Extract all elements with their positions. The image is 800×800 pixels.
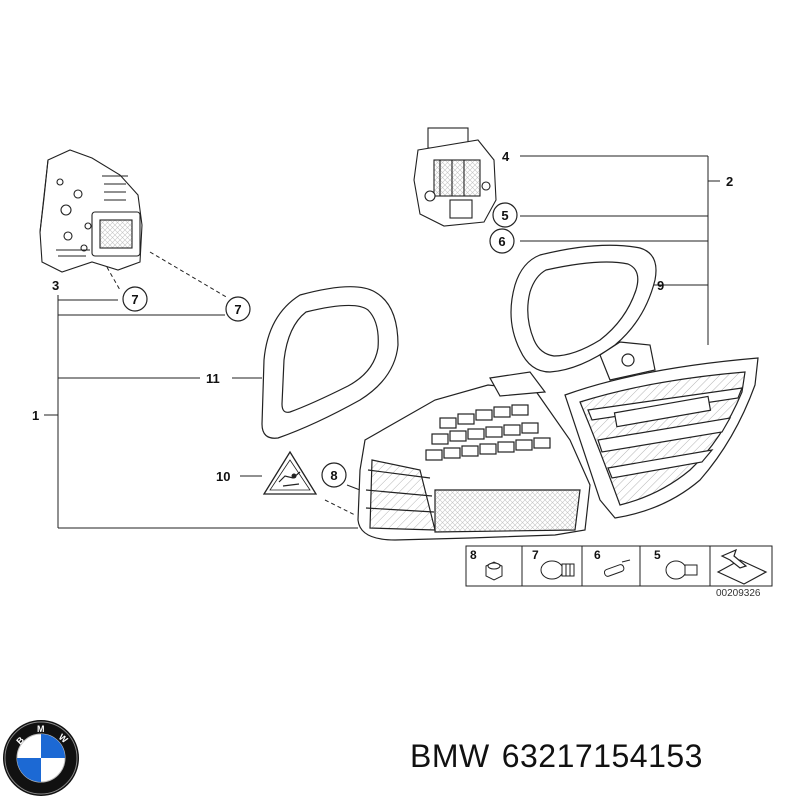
callout-5: 5 [501, 208, 508, 223]
gasket-outer [261, 286, 399, 439]
arrow-icon [716, 548, 768, 585]
tail-light-outer [357, 371, 591, 541]
bulb-7-icon [540, 560, 575, 580]
warning-label [262, 450, 318, 495]
callout-8-circle [321, 462, 347, 488]
callout-8: 8 [330, 468, 337, 483]
callout-9: 9 [657, 278, 664, 293]
part-caption: BMW 63217154153 [410, 738, 703, 775]
nut-icon [485, 561, 503, 581]
leader-lines [44, 155, 720, 529]
tail-light-inner [564, 341, 759, 519]
bmw-logo: B M W [3, 720, 79, 796]
bulb-carrier-right [413, 127, 497, 227]
callout-4: 4 [502, 149, 510, 164]
brand-name: BMW [410, 738, 490, 774]
svg-text:M: M [37, 724, 45, 734]
callout-3: 3 [52, 278, 59, 293]
callout-2: 2 [726, 174, 733, 189]
callout-1: 1 [32, 408, 39, 423]
bulb-6-icon [603, 559, 631, 577]
reference-code: 00209326 [716, 588, 761, 599]
callout-10: 10 [216, 469, 230, 484]
callout-7b-circle [225, 296, 251, 322]
callout-7a: 7 [131, 292, 138, 307]
callout-11: 11 [206, 371, 220, 386]
callout-7a-circle [122, 286, 148, 312]
callouts: 1 2 3 4 5 6 7 7 8 9 10 11 [32, 149, 733, 488]
callout-7b: 7 [234, 302, 241, 317]
bulb-5-icon [665, 560, 698, 580]
legend-label-7: 7 [532, 548, 539, 562]
callout-6-circle [489, 228, 515, 254]
legend-label-5: 5 [654, 548, 661, 562]
part-number: 63217154153 [501, 738, 703, 774]
legend-label-8: 8 [470, 548, 477, 562]
callout-6: 6 [498, 234, 505, 249]
legend-strip: 8 7 6 5 00209326 [465, 545, 773, 599]
callout-5-circle [492, 202, 518, 228]
bulb-carrier-left [39, 149, 143, 273]
gasket-inner [510, 244, 657, 373]
legend-label-6: 6 [594, 548, 601, 562]
